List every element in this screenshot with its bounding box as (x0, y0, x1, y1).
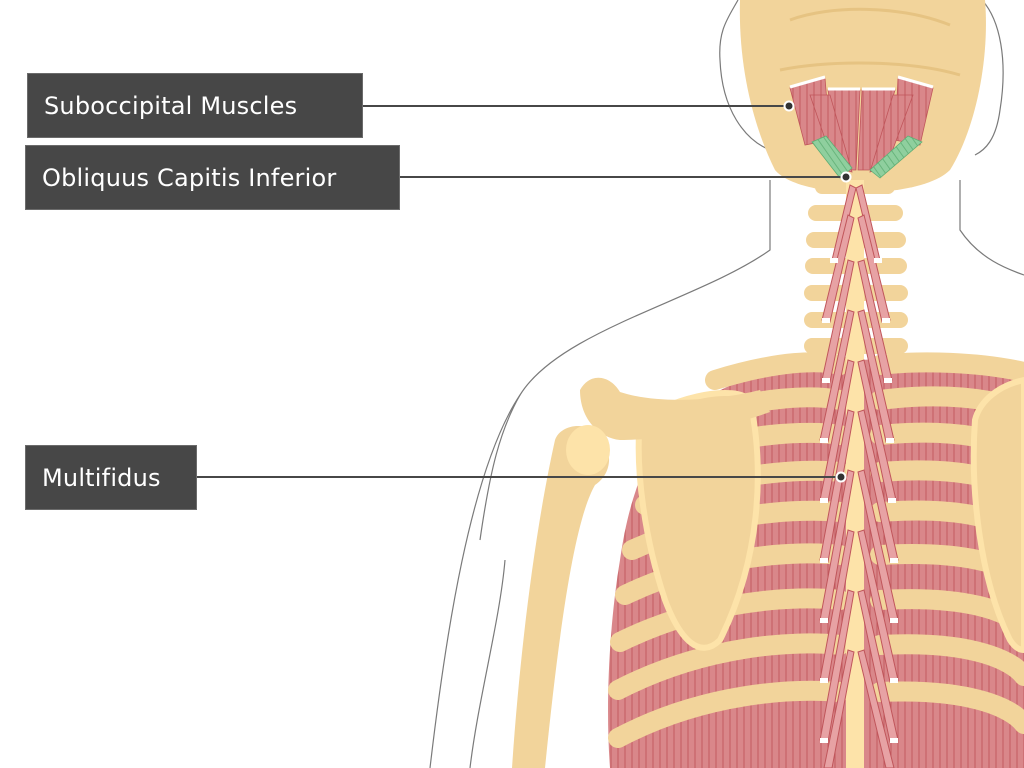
label-multifidus: Multifidus (25, 445, 197, 510)
body-outline (429, 0, 1024, 768)
label-obliquus-capitis-inferior: Obliquus Capitis Inferior (25, 145, 400, 210)
scapula-right (970, 376, 1024, 654)
label-suboccipital-muscles: Suboccipital Muscles (27, 73, 363, 138)
leader-lines (196, 105, 846, 478)
shoulder-bones (512, 377, 770, 768)
label-text: Suboccipital Muscles (44, 91, 298, 120)
multifidus-tendons (820, 258, 898, 743)
suboccipital-tendons (789, 75, 934, 91)
label-text: Multifidus (42, 463, 161, 492)
pointer-dots (783, 100, 852, 483)
obliquus-capitis-inferior (811, 135, 923, 179)
label-text: Obliquus Capitis Inferior (42, 163, 337, 192)
scapula-left (635, 389, 761, 651)
suboccipital-muscles (789, 77, 934, 173)
